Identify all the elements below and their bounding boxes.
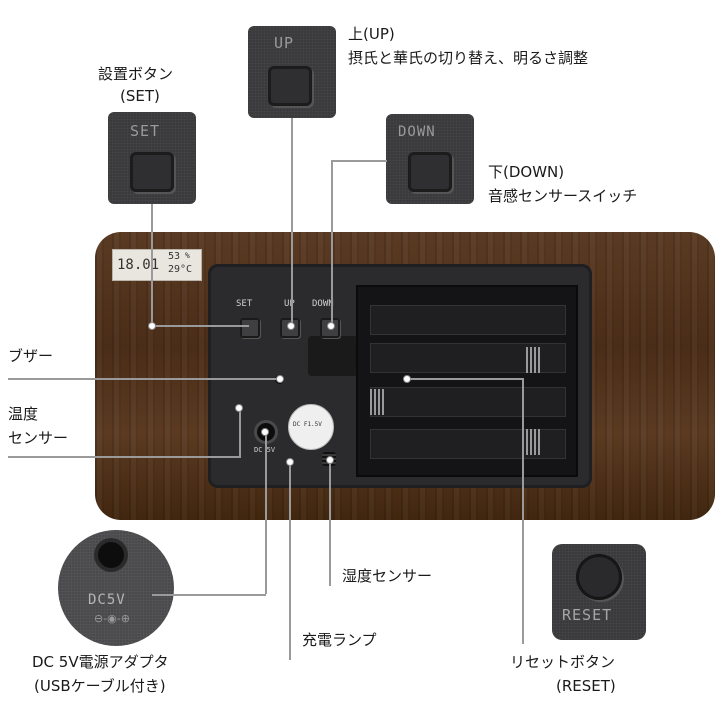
lcd-time: 18.01 — [117, 257, 160, 273]
temp-sensor-label-line2: センサー — [8, 429, 69, 447]
leader-line-buzzer — [8, 378, 280, 380]
panel-up-label: UP — [284, 299, 295, 309]
leader-line-humidity — [329, 460, 331, 586]
charge-lamp-label: 充電ランプ — [302, 631, 377, 649]
reset-closeup-button[interactable] — [576, 554, 622, 600]
leader-line-reset — [522, 378, 524, 644]
leader-line-temp — [8, 456, 240, 458]
panel-set-button[interactable] — [240, 318, 260, 338]
lcd-humidity-unit: % — [185, 251, 190, 260]
lcd-humidity: 53 — [168, 251, 181, 262]
leader-line-dc — [152, 594, 266, 596]
up-button-description: 摂氏と華氏の切り替え、明るさ調整 — [348, 49, 589, 67]
leader-line-reset — [407, 378, 523, 380]
leader-line-charge — [289, 462, 291, 660]
battery-cell — [370, 305, 566, 335]
leader-dot — [148, 322, 156, 330]
down-closeup-text: DOWN — [398, 124, 436, 140]
reset-button-title: リセットボタン — [510, 653, 616, 671]
reset-closeup-text: RESET — [562, 606, 613, 624]
leader-line-set — [151, 325, 249, 327]
battery-stamp-text: DC F1.5V — [293, 421, 322, 428]
panel-slot — [308, 336, 358, 376]
leader-dot — [326, 456, 334, 464]
leader-dot — [403, 375, 411, 383]
leader-line-temp — [239, 408, 241, 458]
up-button-title: 上(UP) — [348, 25, 395, 43]
battery-cell — [370, 387, 566, 417]
humidity-sensor-label: 湿度センサー — [342, 567, 433, 585]
battery-stamp: DC F1.5V — [288, 404, 334, 450]
down-button-description: 音感センサースイッチ — [488, 187, 638, 205]
panel-set-label: SET — [236, 299, 253, 309]
down-button-title: 下(DOWN) — [488, 163, 565, 181]
leader-dot — [276, 375, 284, 383]
leader-dot — [327, 322, 335, 330]
dc-closeup-jack[interactable] — [98, 542, 124, 568]
battery-spring — [526, 429, 542, 455]
set-button-title: 設置ボタン — [98, 65, 174, 83]
set-closeup-text: SET — [130, 122, 161, 140]
battery-compartment — [356, 285, 578, 477]
leader-line-dc — [265, 432, 267, 594]
leader-line-down — [331, 160, 333, 326]
up-closeup-text: UP — [274, 34, 295, 52]
dc-closeup-text: DC5V — [88, 592, 126, 608]
temp-sensor-label-line1: 温度 — [8, 405, 39, 423]
down-closeup-button[interactable] — [408, 152, 452, 192]
set-closeup-button[interactable] — [130, 152, 174, 192]
set-button-subtitle: (SET) — [120, 87, 160, 105]
lcd-display: 18.01 53 % 29°C — [112, 249, 202, 281]
dc-jack-closeup: DC5V ⊖-◉-⊕ — [58, 530, 174, 646]
buzzer-label: ブザー — [8, 347, 54, 365]
dc-adapter-label-line1: DC 5V電源アダプタ — [32, 653, 169, 671]
up-button-closeup: UP — [248, 26, 336, 118]
leader-dot — [287, 322, 295, 330]
down-button-closeup: DOWN — [386, 114, 474, 204]
lcd-temperature: 29°C — [168, 264, 193, 275]
battery-spring — [526, 347, 542, 373]
set-button-closeup: SET — [108, 112, 196, 204]
leader-dot — [261, 428, 269, 436]
dc-adapter-label-line2: (USBケーブル付き) — [34, 677, 166, 695]
leader-line-down — [331, 160, 387, 162]
reset-button-subtitle: (RESET) — [556, 677, 616, 695]
up-closeup-button[interactable] — [268, 66, 312, 106]
polarity-icon: ⊖-◉-⊕ — [94, 612, 130, 625]
panel-dc-label: DC 5V — [254, 446, 276, 454]
battery-spring — [370, 389, 386, 415]
leader-dot — [286, 458, 294, 466]
leader-dot — [235, 404, 243, 412]
leader-line-set — [151, 204, 153, 326]
panel-down-label: DOWN — [312, 299, 334, 309]
reset-button-closeup: RESET — [552, 544, 646, 640]
leader-line-up — [291, 118, 293, 326]
